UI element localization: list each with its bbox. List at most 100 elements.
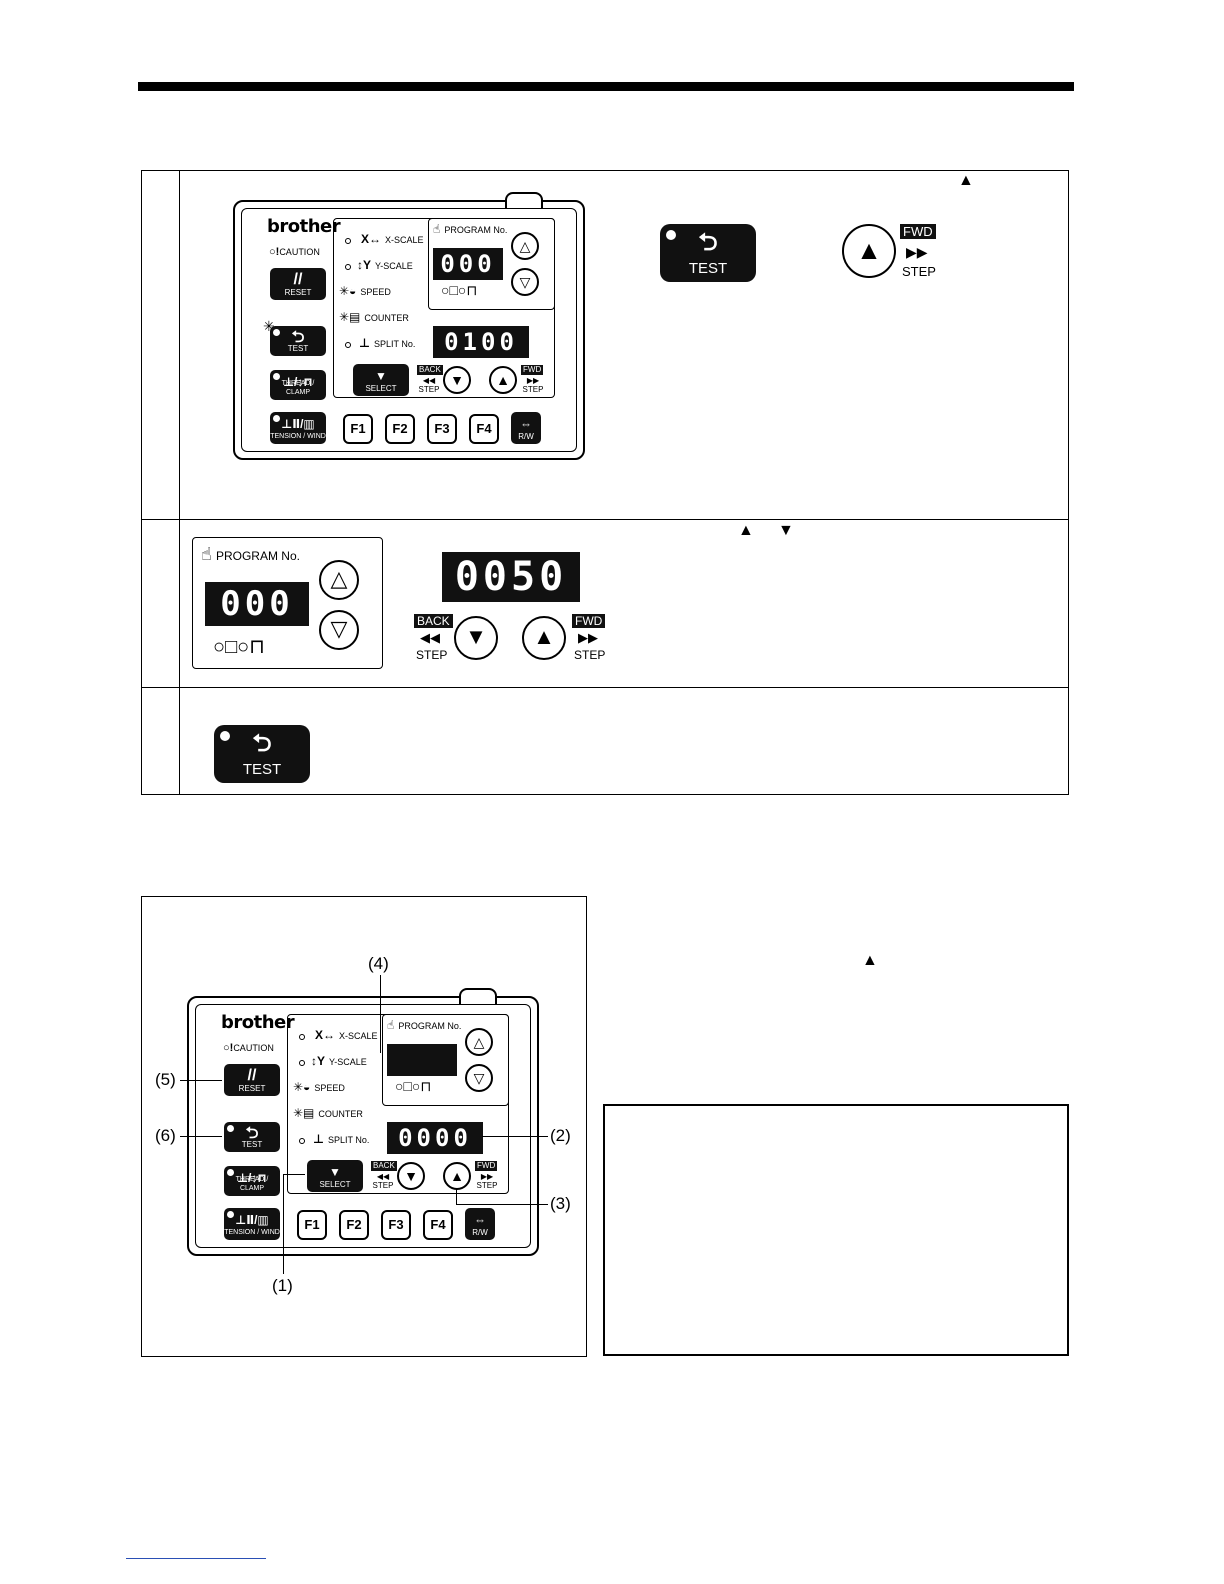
thread-clamp-icon: ⊥/↕⊓: [237, 1171, 267, 1185]
thread-clamp-led: [227, 1169, 234, 1176]
split-no-led: [345, 342, 351, 348]
back-step-button[interactable]: ▼: [454, 616, 498, 660]
row-divider: [142, 687, 1068, 688]
delta-up-icon: △: [473, 1034, 485, 1050]
needle-icon: ⊥: [359, 336, 370, 350]
counter-display: 0050: [442, 552, 580, 602]
rw-button[interactable]: ⇔ R/W: [465, 1208, 495, 1240]
program-display-blank: [387, 1044, 457, 1076]
select-button[interactable]: ▼ SELECT: [307, 1160, 363, 1192]
delta-down-icon: ▽: [473, 1070, 485, 1086]
program-up-button[interactable]: △: [465, 1028, 493, 1056]
delta-up-icon: △: [330, 566, 348, 591]
fwd-tag: FWD: [475, 1161, 498, 1171]
panel-inner-border: [195, 1004, 531, 1248]
up-triangle-icon: ▲: [533, 624, 555, 649]
thread-clamp-button[interactable]: ⊥/↕⊓ THREAD / CLAMP: [270, 370, 326, 400]
up-triangle-icon: ▲: [496, 372, 510, 388]
needle-icon: ⊥: [313, 1132, 324, 1146]
f2-button[interactable]: F2: [385, 414, 415, 444]
program-no-panel: ☝PROGRAM No. 000 △ ▽ ○□○⊓: [192, 537, 383, 669]
y-arrow-icon: ↕Y: [357, 258, 372, 272]
leader-line: [180, 1136, 222, 1137]
header-rule: [138, 82, 1074, 91]
f1-button[interactable]: F1: [343, 414, 373, 444]
f4-button[interactable]: F4: [423, 1210, 453, 1240]
back-step-label: ◀◀STEP: [418, 376, 440, 394]
step-label: STEP: [902, 264, 936, 279]
fast-forward-icon: ▶▶: [578, 630, 598, 645]
tension-wind-led: [273, 415, 280, 422]
operation-panel-figure: brother ○!CAUTION // RESET ⮌ TEST ⊥/↕⊓ T…: [187, 988, 539, 1256]
f4-button[interactable]: F4: [469, 414, 499, 444]
reset-button[interactable]: // RESET: [270, 268, 326, 300]
return-icon: ⮌: [291, 329, 305, 346]
speed-icon: ✳◒: [293, 1080, 311, 1094]
f1-button[interactable]: F1: [297, 1210, 327, 1240]
x-arrow-icon: X↔: [315, 1028, 336, 1042]
thread-clamp-button[interactable]: ⊥/↕⊓ THREAD / CLAMP: [224, 1166, 280, 1196]
test-button[interactable]: ⮌ TEST: [224, 1122, 280, 1152]
back-step-button[interactable]: ▼: [443, 366, 471, 394]
test-button[interactable]: ⮌ TEST: [270, 326, 326, 356]
program-no-label: ☝PROGRAM No.: [201, 544, 300, 564]
tension-wind-button[interactable]: ⊥Ⅱ/▥ TENSION / WIND: [224, 1208, 280, 1240]
leader-line: [283, 1174, 284, 1274]
return-icon: ⮌: [252, 730, 272, 757]
hand-p-icon: ☝: [201, 544, 212, 564]
up-triangle-icon: ▲: [862, 952, 878, 969]
select-button[interactable]: ▼ SELECT: [353, 364, 409, 396]
speed-icon: ✳◒: [339, 284, 357, 298]
fwd-step-button-large[interactable]: ▲: [842, 224, 896, 278]
rw-button[interactable]: ⇔ R/W: [511, 412, 541, 444]
counter-indicator: ✳▤COUNTER: [293, 1106, 363, 1120]
delta-down-icon: ▽: [330, 616, 348, 641]
panel-tab: [459, 988, 497, 1004]
down-triangle-icon: ▼: [404, 1168, 418, 1184]
program-down-button[interactable]: ▽: [319, 610, 359, 650]
step-label: STEP: [574, 648, 606, 662]
program-down-button[interactable]: ▽: [465, 1064, 493, 1092]
tension-wind-led: [227, 1211, 234, 1218]
program-up-button[interactable]: △: [511, 232, 539, 260]
reset-icon: //: [247, 1067, 257, 1084]
rewind-icon: ◀◀: [420, 630, 440, 645]
note-box: [603, 1104, 1069, 1356]
hand-p-icon: ☝: [387, 1018, 395, 1032]
test-button-large[interactable]: ⮌ TEST: [214, 725, 310, 783]
f3-button[interactable]: F3: [427, 414, 457, 444]
fwd-step-button[interactable]: ▲: [489, 366, 517, 394]
callout-5: (5): [155, 1070, 176, 1089]
test-button-large[interactable]: ⮌ TEST: [660, 224, 756, 282]
speed-indicator: ✳◒SPEED: [293, 1080, 345, 1094]
x-scale-indicator: X↔X-SCALE: [361, 232, 424, 246]
delta-down-icon: ▽: [519, 274, 531, 290]
return-icon: ⮌: [698, 229, 718, 256]
program-down-button[interactable]: ▽: [511, 268, 539, 296]
f3-button[interactable]: F3: [381, 1210, 411, 1240]
fwd-step-button[interactable]: ▲: [522, 616, 566, 660]
x-scale-indicator: X↔X-SCALE: [315, 1028, 378, 1042]
fwd-step-button[interactable]: ▲: [443, 1162, 471, 1190]
leader-line: [456, 1188, 457, 1204]
tension-wind-button[interactable]: ⊥Ⅱ/▥ TENSION / WIND: [270, 412, 326, 444]
pattern-mode-icon: ○□○⊓: [441, 282, 478, 298]
callout-4: (4): [368, 954, 389, 973]
f2-button[interactable]: F2: [339, 1210, 369, 1240]
fast-forward-icon: ▶▶: [906, 244, 928, 260]
brother-logo: brother: [267, 216, 341, 237]
counter-icon: ✳▤: [339, 310, 361, 324]
operation-panel: brother ○!CAUTION // RESET ✳ ⮌ TEST ⊥/↕⊓…: [233, 192, 585, 460]
back-step-button[interactable]: ▼: [397, 1162, 425, 1190]
program-up-button[interactable]: △: [319, 560, 359, 600]
blink-icon: ✳: [263, 318, 275, 334]
back-tag: BACK: [414, 614, 453, 628]
rw-arrow-icon: ⇔: [474, 1213, 486, 1227]
hand-p-icon: ☝: [433, 222, 441, 236]
reset-button[interactable]: // RESET: [224, 1064, 280, 1096]
split-no-indicator: ⊥SPLIT No.: [359, 336, 416, 350]
test-led: [273, 329, 280, 336]
thread-clamp-icon: ⊥/↕⊓: [283, 375, 313, 389]
